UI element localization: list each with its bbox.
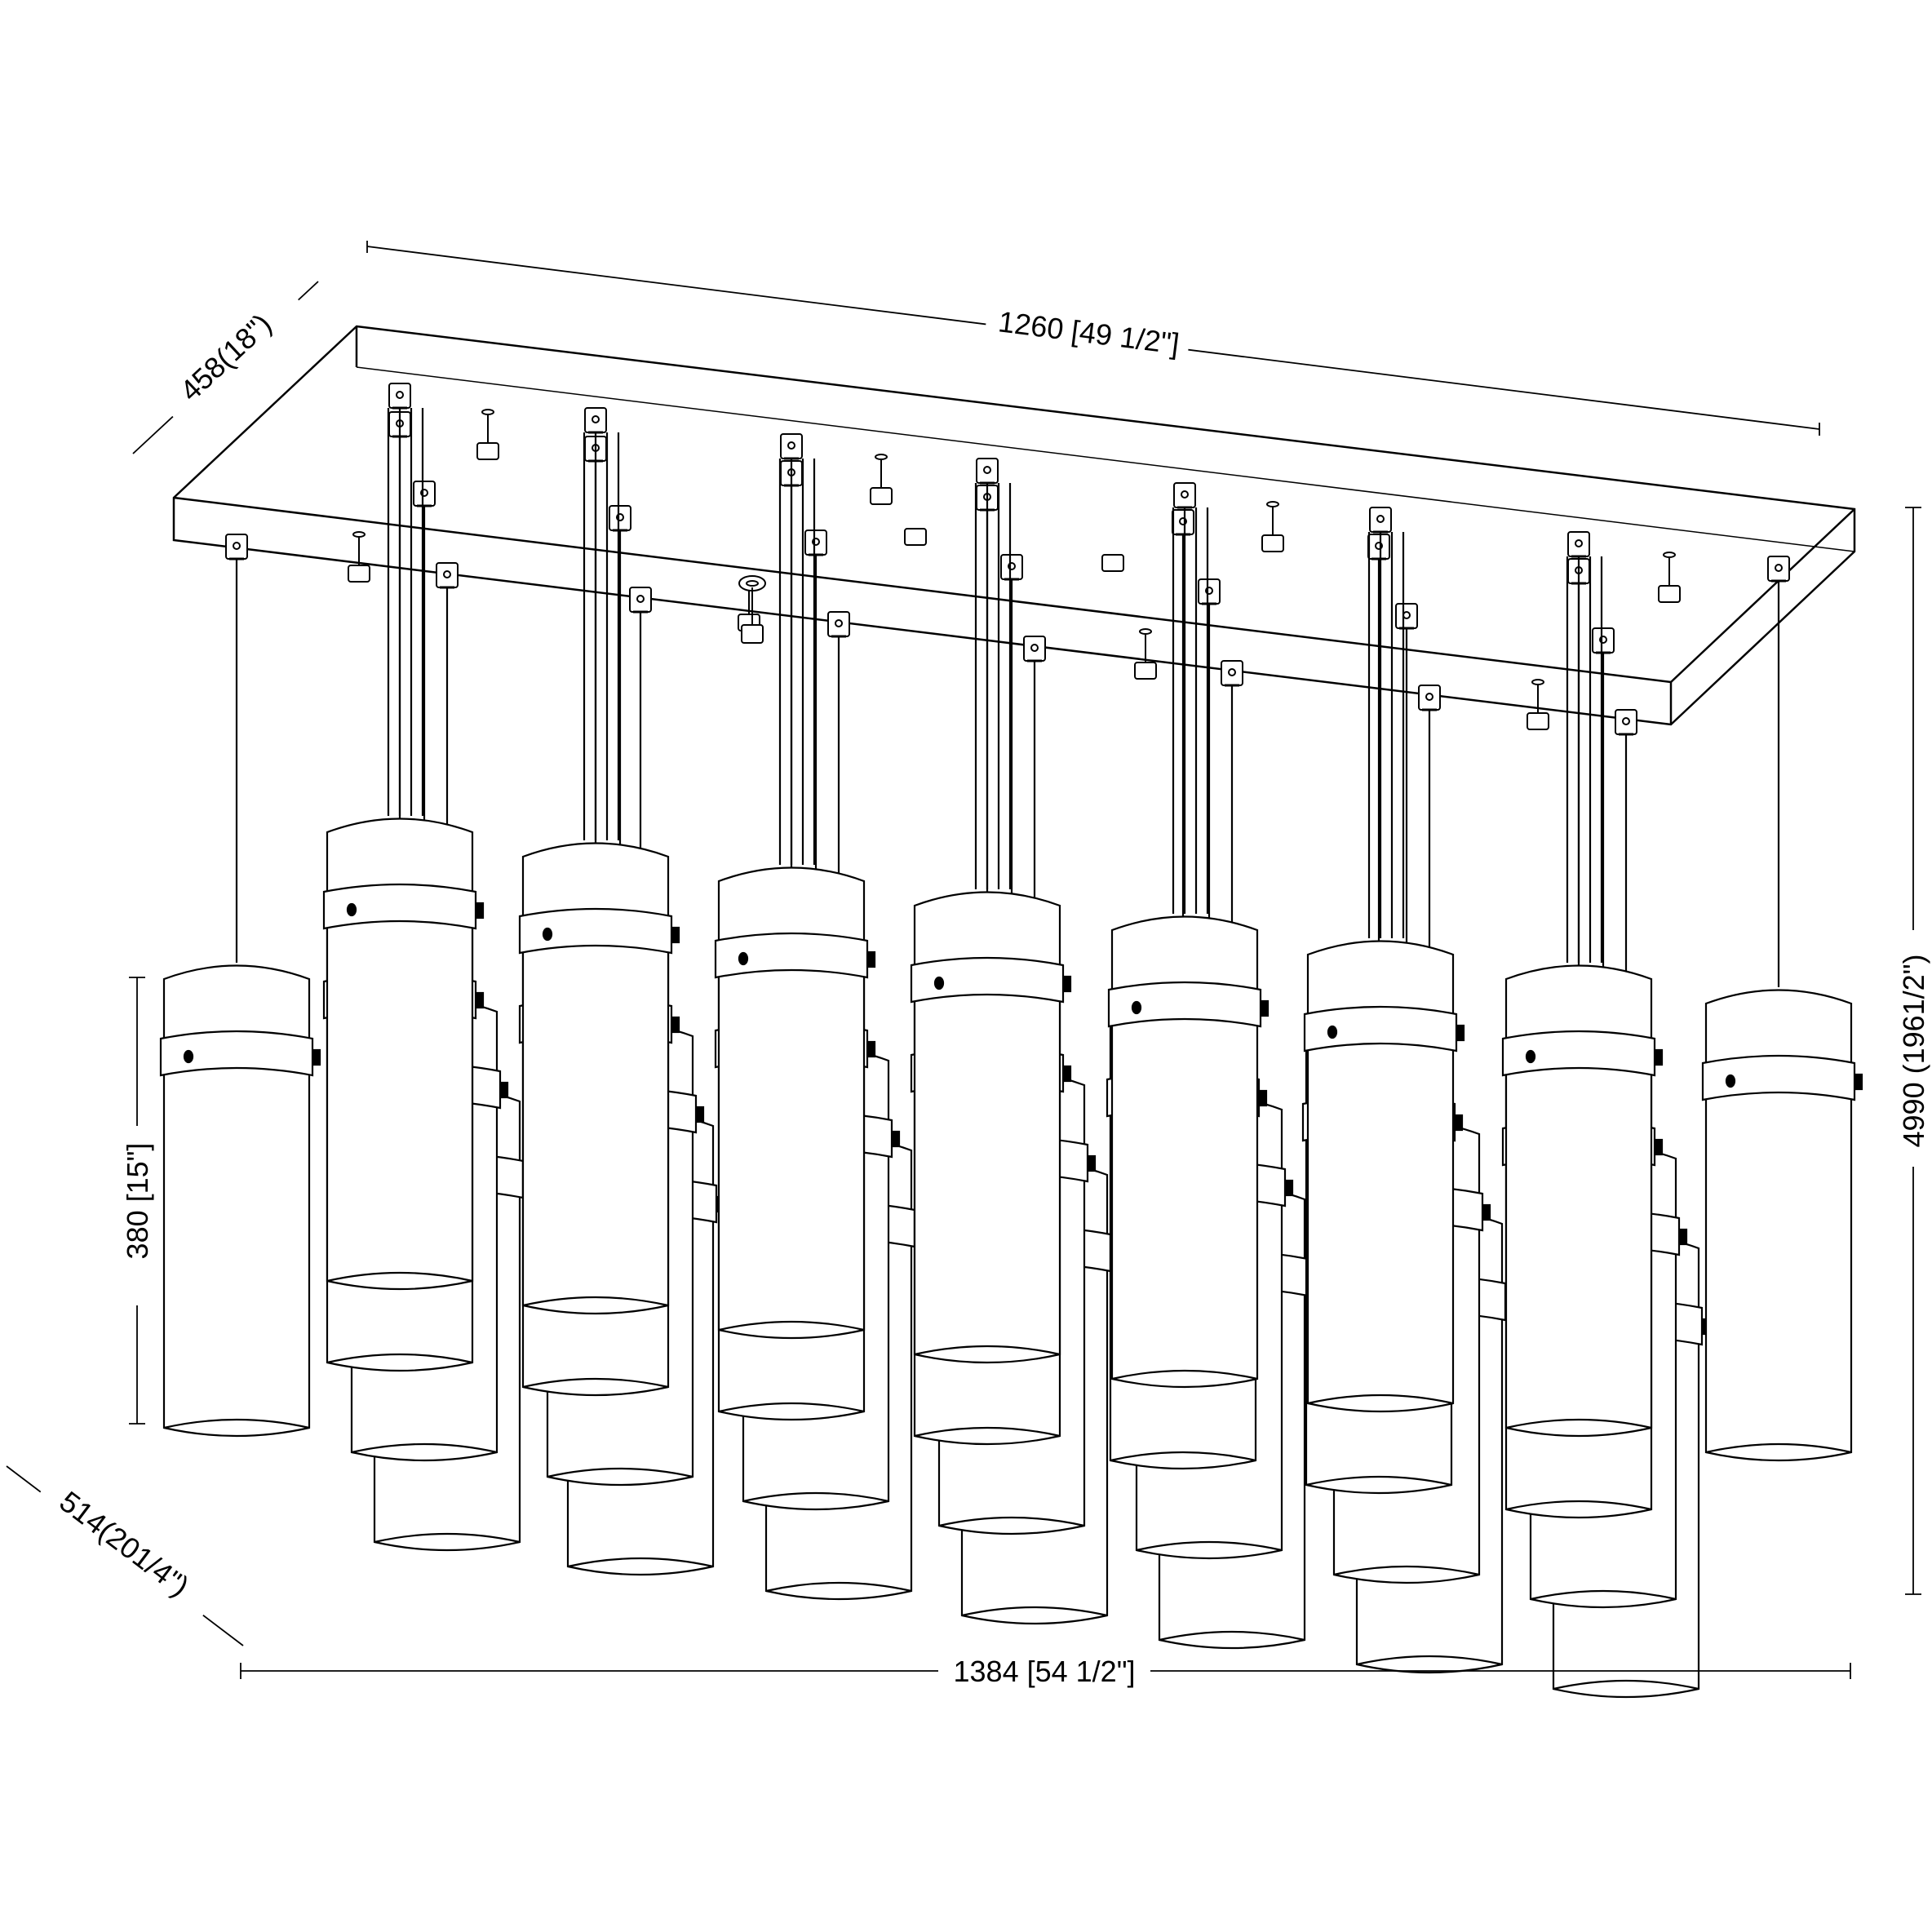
cord-grip	[1592, 627, 1615, 654]
cord-grip	[1567, 531, 1590, 558]
mounting-cup	[476, 409, 499, 460]
cord-grip	[413, 481, 436, 507]
cord-grip	[1395, 603, 1418, 630]
mounting-cup	[1658, 552, 1681, 603]
shade-height-label: 380 [15"]	[121, 1143, 154, 1260]
cord-grip	[1023, 636, 1046, 662]
pendant-shade	[1701, 581, 1863, 1462]
canopy-mounting-cups	[348, 409, 1681, 730]
cord-grip	[827, 611, 850, 638]
cord-grip	[609, 505, 631, 532]
cord-grip	[1369, 507, 1392, 534]
mounting-cup	[738, 575, 766, 644]
cord-grip	[1000, 554, 1023, 581]
cord-grip	[1221, 660, 1243, 687]
pendant-shade	[322, 408, 485, 1291]
mounting-cup	[870, 454, 893, 505]
cord-grip	[1418, 685, 1441, 711]
overall-height-label: 4990 (1961/2")	[1897, 955, 1930, 1148]
mounting-cup	[348, 531, 370, 583]
cord-grip	[388, 383, 411, 410]
cord-grip	[1198, 578, 1221, 605]
pendant-shade	[1501, 556, 1664, 1438]
mounting-cup	[1261, 501, 1284, 552]
overall-width-label: 1384 [54 1/2"]	[954, 1655, 1136, 1688]
mounting-cup	[1101, 554, 1124, 572]
pendant-shade	[159, 559, 321, 1438]
pendant-shade	[910, 483, 1072, 1364]
overall-depth-label: 514(201/4")	[54, 1484, 196, 1602]
cord-grip	[1367, 534, 1390, 561]
cord-grip	[780, 433, 803, 460]
mounting-cup	[1527, 679, 1549, 730]
pendant-shade	[714, 459, 876, 1340]
pendant-shades	[159, 383, 1863, 1699]
pendant-shade	[518, 432, 680, 1315]
cord-grip	[629, 587, 652, 614]
cord-grip	[1173, 482, 1196, 509]
cord-grip	[584, 407, 607, 434]
mounting-cup	[1134, 628, 1157, 680]
mounting-cup	[904, 528, 927, 546]
pendant-shade	[1107, 507, 1270, 1389]
cord-grip	[1172, 509, 1194, 536]
cord-grip	[225, 534, 248, 561]
cord-grip	[436, 562, 459, 589]
cord-grip	[1767, 556, 1790, 583]
cord-grip	[976, 458, 999, 485]
pendant-shade	[1303, 532, 1465, 1413]
cord-grip	[804, 530, 827, 556]
cord-grip	[1615, 709, 1637, 736]
